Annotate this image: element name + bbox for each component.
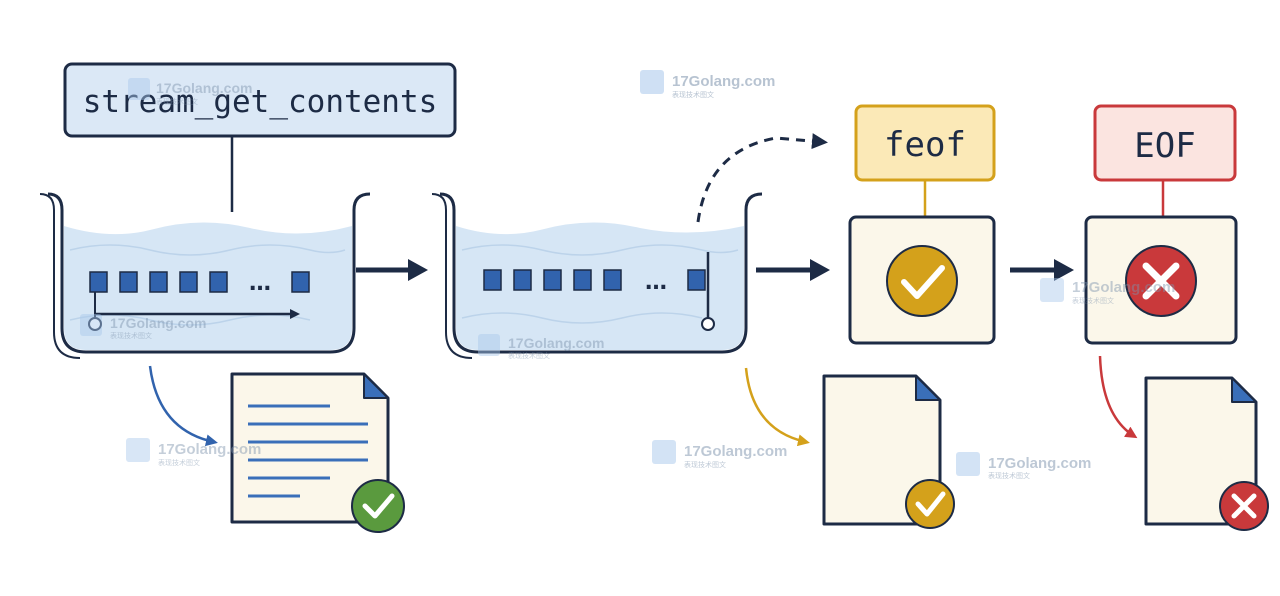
- watermark: 17Golang.com 表现技术图文: [128, 78, 252, 106]
- svg-text:表现技术图文: 表现技术图文: [684, 460, 726, 469]
- document-full: [230, 372, 405, 533]
- watermark: 17Golang.com 表现技术图文: [126, 438, 261, 467]
- check-badge-icon: [905, 479, 955, 529]
- document-empty-eof: [1144, 376, 1269, 531]
- pointer-handle: [88, 317, 102, 331]
- check-circle-icon: [886, 245, 958, 317]
- svg-text:17Golang.com: 17Golang.com: [672, 73, 775, 90]
- svg-text:17Golang.com: 17Golang.com: [684, 443, 787, 460]
- data-block: [687, 269, 706, 291]
- feof-label: feof: [884, 125, 966, 165]
- watermark: 17Golang.com 表现技术图文: [80, 314, 206, 340]
- svg-text:17Golang.com: 17Golang.com: [988, 455, 1091, 472]
- svg-text:表现技术图文: 表现技术图文: [110, 331, 152, 340]
- tank-2-outline: [439, 192, 763, 354]
- watermark: 17Golang.com 表现技术图文: [1040, 278, 1175, 305]
- watermark: 17Golang.com 表现技术图文: [652, 440, 787, 469]
- document-empty-feof: [822, 374, 955, 529]
- check-icon: [901, 265, 945, 299]
- svg-text:表现技术图文: 表现技术图文: [508, 351, 550, 360]
- data-block: [291, 271, 310, 293]
- svg-text:表现技术图文: 表现技术图文: [988, 471, 1030, 480]
- feof-result-box: [848, 215, 996, 345]
- data-block: [89, 271, 108, 293]
- output-arrow-3: [1098, 355, 1138, 439]
- eof-label: EOF: [1134, 126, 1195, 166]
- svg-text:表现技术图文: 表现技术图文: [672, 90, 714, 99]
- feof-label-box: feof: [854, 104, 996, 182]
- ellipsis: …: [249, 271, 271, 296]
- cross-icon: [1142, 262, 1180, 300]
- svg-text:表现技术图文: 表现技术图文: [158, 458, 200, 467]
- stream-tank-1: …: [39, 192, 371, 359]
- success-badge-icon: [351, 479, 405, 533]
- svg-text:17Golang.com: 17Golang.com: [1072, 279, 1175, 296]
- flow-arrow-1: [356, 259, 428, 281]
- flow-arrow-2: [756, 259, 830, 281]
- data-block: [149, 271, 168, 293]
- svg-text:17Golang.com: 17Golang.com: [110, 315, 206, 331]
- data-block: [573, 269, 592, 291]
- data-block: [209, 271, 228, 293]
- data-block: [483, 269, 502, 291]
- tank-2-liquid: [456, 222, 744, 350]
- eof-label-box: EOF: [1093, 104, 1237, 182]
- output-arrow-1: [148, 365, 218, 447]
- data-block: [513, 269, 532, 291]
- tank-1-liquid: [64, 222, 352, 350]
- pointer-handle: [701, 317, 715, 331]
- svg-text:17Golang.com: 17Golang.com: [508, 335, 604, 351]
- function-label-box: stream_get_contents: [63, 62, 457, 138]
- data-block: [603, 269, 622, 291]
- dashed-check-arrow: [696, 133, 828, 223]
- flow-arrow-3: [1010, 259, 1074, 281]
- watermark: 17Golang.com 表现技术图文: [956, 452, 1091, 480]
- output-arrow-2: [744, 367, 810, 447]
- watermark: 17Golang.com 表现技术图文: [478, 334, 604, 360]
- svg-text:17Golang.com: 17Golang.com: [158, 441, 261, 458]
- stream-tank-2: …: [431, 192, 763, 359]
- tank-1-outline: [47, 192, 371, 354]
- eof-result-box: [1084, 215, 1238, 345]
- data-block: [179, 271, 198, 293]
- data-block: [543, 269, 562, 291]
- svg-text:表现技术图文: 表现技术图文: [156, 97, 198, 106]
- watermark: 17Golang.com 表现技术图文: [640, 70, 775, 99]
- svg-text:17Golang.com: 17Golang.com: [156, 80, 252, 96]
- function-label: stream_get_contents: [83, 84, 438, 120]
- svg-text:表现技术图文: 表现技术图文: [1072, 296, 1114, 305]
- ellipsis: …: [645, 270, 667, 295]
- data-block: [119, 271, 138, 293]
